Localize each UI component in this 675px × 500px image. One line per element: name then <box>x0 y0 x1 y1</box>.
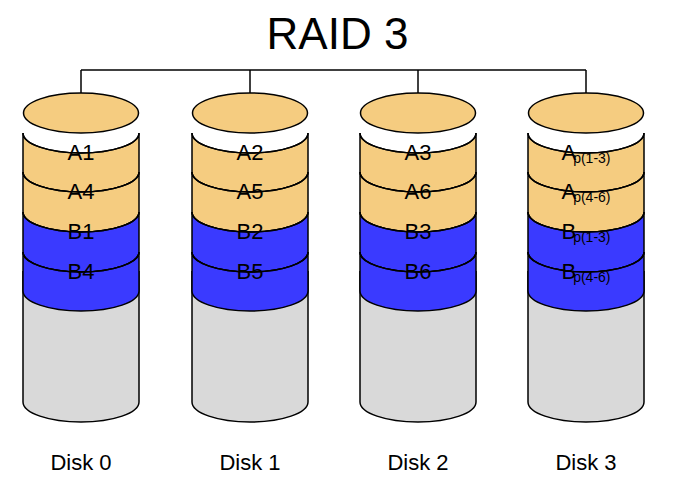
stripe-text: A4 <box>23 172 139 212</box>
block-label: A3 <box>405 140 432 166</box>
block-label: B6 <box>405 259 432 285</box>
stripe-text: A6 <box>360 172 476 212</box>
stripe-block: B3 <box>360 212 476 252</box>
stripe-text: A2 <box>192 133 308 172</box>
stripe-text: B4 <box>23 252 139 291</box>
stripe-block: A5 <box>192 172 308 212</box>
parity-subscript: p(4-6) <box>573 189 610 205</box>
block-label: A5 <box>237 179 264 205</box>
stripe-block: B1 <box>23 212 139 252</box>
disk-cylinder: Disk 3Ap(1-3)Ap(4-6)Bp(1-3)Bp(4-6) <box>528 93 644 483</box>
block-label: A2 <box>237 140 264 166</box>
disk-cylinder: Disk 0A1A4B1B4 <box>23 93 139 483</box>
stripe-text: Ap(4-6) <box>528 172 644 212</box>
disk-label: Disk 1 <box>172 450 328 476</box>
stripe-block: A1 <box>23 133 139 172</box>
stripe-text: B3 <box>360 212 476 252</box>
parity-subscript: p(1-3) <box>573 229 610 245</box>
stripe-text: Ap(1-3) <box>528 133 644 172</box>
block-label: B3 <box>405 219 432 245</box>
stripe-text: B5 <box>192 252 308 291</box>
block-label: A1 <box>68 140 95 166</box>
stripe-block: A3 <box>360 133 476 172</box>
disk-label: Disk 0 <box>3 450 159 476</box>
bus-line <box>81 69 586 71</box>
stripe-text: B2 <box>192 212 308 252</box>
block-label: B1 <box>68 219 95 245</box>
stripe-block: Ap(1-3) <box>528 133 644 172</box>
stripe-text: A5 <box>192 172 308 212</box>
cylinder-top <box>193 93 308 133</box>
block-label: A4 <box>68 179 95 205</box>
block-label: B4 <box>68 259 95 285</box>
parity-subscript: p(1-3) <box>573 150 610 166</box>
cylinder-top <box>529 93 644 133</box>
cylinder-top <box>361 93 476 133</box>
disk-cylinder: Disk 1A2A5B2B5 <box>192 93 308 483</box>
stripe-block: A2 <box>192 133 308 172</box>
stripe-text: B1 <box>23 212 139 252</box>
title: RAID 3 <box>0 8 675 60</box>
disk-label: Disk 2 <box>340 450 496 476</box>
stripe-text: A1 <box>23 133 139 172</box>
stripe-block: B4 <box>23 252 139 291</box>
stripe-block: Bp(1-3) <box>528 212 644 252</box>
stripe-block: A6 <box>360 172 476 212</box>
block-label: B2 <box>237 219 264 245</box>
disk-label: Disk 3 <box>508 450 664 476</box>
stripe-text: Bp(4-6) <box>528 252 644 291</box>
parity-subscript: p(4-6) <box>573 269 610 285</box>
stripe-block: B5 <box>192 252 308 291</box>
stripe-block: Ap(4-6) <box>528 172 644 212</box>
stripe-text: B6 <box>360 252 476 291</box>
block-label: A6 <box>405 179 432 205</box>
block-label: B5 <box>237 259 264 285</box>
cylinder-top <box>24 93 139 133</box>
stripe-text: Bp(1-3) <box>528 212 644 252</box>
stripe-text: A3 <box>360 133 476 172</box>
stripe-block: A4 <box>23 172 139 212</box>
stripe-block: B2 <box>192 212 308 252</box>
disk-cylinder: Disk 2A3A6B3B6 <box>360 93 476 483</box>
stripe-block: Bp(4-6) <box>528 252 644 291</box>
stripe-block: B6 <box>360 252 476 291</box>
